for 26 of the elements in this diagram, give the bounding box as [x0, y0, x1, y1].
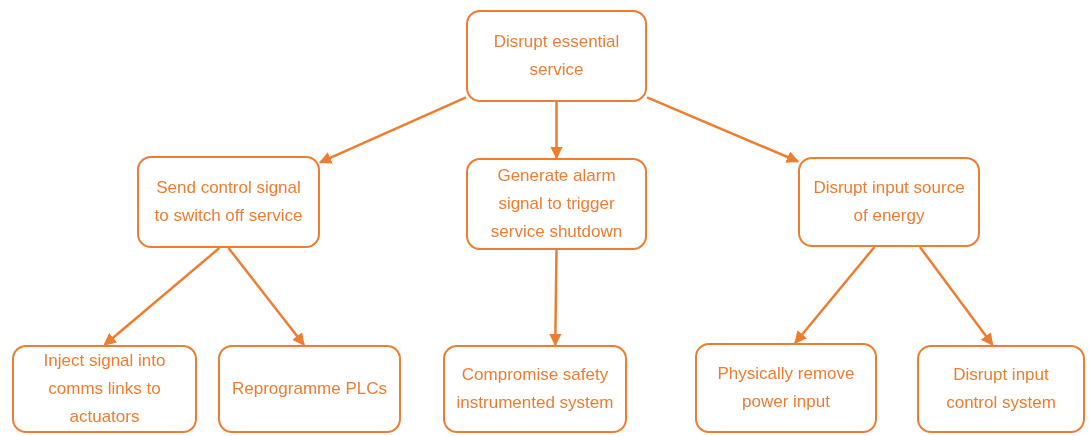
box-label: Reprogramme PLCs — [232, 378, 387, 400]
process-box — [466, 10, 647, 102]
arrow — [549, 250, 562, 347]
process-box — [443, 345, 627, 433]
box-label: Physically remove power input — [716, 363, 856, 413]
arrow — [550, 102, 563, 160]
process-box — [12, 345, 197, 433]
process-box — [466, 158, 647, 250]
arrow — [646, 96, 800, 163]
box-label: Disrupt input source of energy — [812, 177, 966, 227]
process-box — [917, 345, 1085, 433]
box-label: Inject signal into comms links to actuators — [42, 350, 167, 428]
box-label: Compromise safety instrumented system — [455, 364, 615, 414]
process-box — [218, 345, 401, 433]
process-box — [695, 343, 877, 433]
arrow — [318, 96, 467, 164]
box-label: Generate alarm signal to trigger service shutdown — [489, 165, 624, 243]
arrow — [918, 246, 994, 346]
box-label: Disrupt essential service — [492, 31, 621, 81]
process-box — [137, 156, 320, 248]
process-box — [798, 157, 980, 247]
box-label: Disrupt input control system — [945, 364, 1057, 414]
arrow — [794, 246, 876, 344]
arrow — [103, 247, 221, 346]
box-label: Send control signal to switch off service — [153, 177, 304, 227]
arrow — [227, 247, 305, 346]
